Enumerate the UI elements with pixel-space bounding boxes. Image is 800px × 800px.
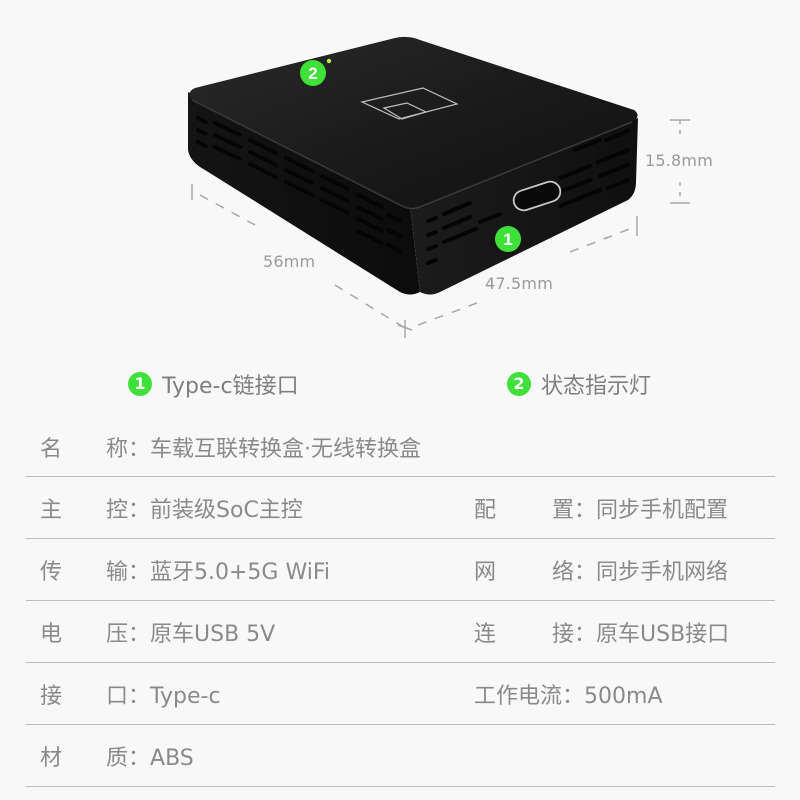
spec-value: 前装级SoC主控 (150, 497, 303, 523)
usb-c-port (512, 180, 562, 212)
legend-label: Type-c链接口 (162, 374, 299, 399)
spec-key-char2: 口：Type-c (106, 683, 221, 709)
logo-icon (360, 87, 459, 120)
svg-text:2: 2 (308, 64, 317, 83)
spec-key-char1: 网 (474, 559, 497, 585)
spec-value: 原车USB接口 (596, 621, 730, 647)
spec-key-char2: 控：前装级SoC主控 (106, 497, 303, 523)
spec-value: 500mA (584, 683, 663, 709)
spec-key-current: 工作电流：500mA (474, 683, 663, 709)
spec-row-transmission: 传 输：蓝牙5.0+5G WiFi 网 络：同步手机网络 (26, 539, 775, 601)
dimension-length: 56mm (263, 252, 316, 271)
spec-key-char1: 配 (474, 497, 497, 523)
spec-value: 蓝牙5.0+5G WiFi (150, 559, 331, 585)
legend-label: 状态指示灯 (541, 374, 652, 399)
spec-row-interface: 接 口：Type-c 工作电流：500mA (26, 663, 775, 725)
spec-row-controller: 主 控：前装级SoC主控 配 置：同步手机配置 (26, 477, 775, 539)
spec-key-char2: 输：蓝牙5.0+5G WiFi (106, 559, 331, 585)
spec-key-char1: 主 (40, 497, 63, 523)
spec-table: 名 称：车载互联转换盒·无线转换盒 主 控：前装级SoC主控 配 置：同步手机配… (26, 418, 775, 787)
number-badge: 2 (507, 372, 531, 396)
legend-item-status-light: 2 状态指示灯 (507, 368, 651, 400)
callout-legend: 1 Type-c链接口 2 状态指示灯 (0, 368, 800, 400)
spec-key-char2: 接：原车USB接口 (552, 621, 730, 647)
status-led (326, 58, 332, 64)
svg-text:1: 1 (503, 230, 512, 249)
spec-value: Type-c (150, 683, 221, 709)
spec-key-char1: 电 (40, 621, 63, 647)
device-image: 2 1 (188, 36, 690, 338)
spec-key-char2: 称：车载互联转换盒·无线转换盒 (106, 437, 422, 462)
dimension-width: 47.5mm (485, 274, 553, 293)
spec-key-char1: 传 (40, 559, 63, 585)
spec-key-char1: 接 (40, 683, 63, 709)
spec-key-char1: 材 (40, 745, 63, 771)
spec-value: 原车USB 5V (150, 621, 276, 647)
legend-item-usb-port: 1 Type-c链接口 (128, 368, 299, 400)
spec-value: 同步手机网络 (596, 559, 729, 585)
spec-key-char2: 质：ABS (106, 745, 194, 771)
spec-key-char1: 连 (474, 621, 497, 647)
number-badge: 1 (128, 372, 152, 396)
callout-badge-1: 1 (495, 226, 521, 252)
callout-badge-2: 2 (300, 60, 326, 86)
spec-key-char2: 压：原车USB 5V (106, 621, 276, 647)
spec-value: 车载互联转换盒·无线转换盒 (150, 437, 422, 462)
spec-key-char1: 名 (40, 437, 63, 462)
spec-key-char2: 置：同步手机配置 (552, 497, 729, 523)
spec-row-material: 材 质：ABS (26, 725, 775, 787)
spec-row-voltage: 电 压：原车USB 5V 连 接：原车USB接口 (26, 601, 775, 663)
spec-key-char2: 络：同步手机网络 (552, 559, 729, 585)
spec-row-name: 名 称：车载互联转换盒·无线转换盒 (26, 418, 775, 477)
spec-value: 同步手机配置 (596, 497, 729, 523)
product-illustration: 2 1 56mm 47.5mm 15.8mm (0, 0, 800, 350)
spec-value: ABS (150, 745, 194, 771)
dimension-height: 15.8mm (645, 151, 713, 170)
